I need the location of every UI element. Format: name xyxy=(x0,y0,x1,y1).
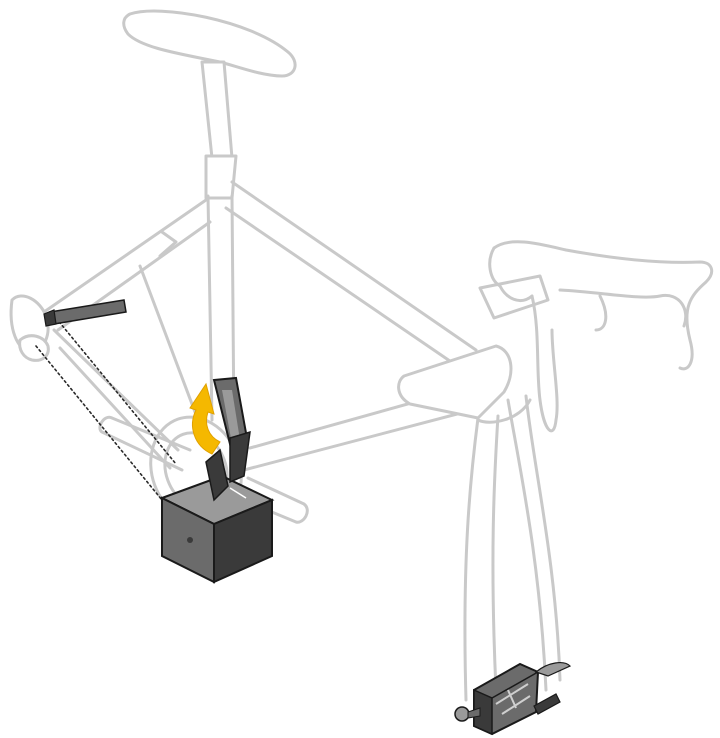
seatpost xyxy=(202,62,232,158)
curved-arrow-up-icon xyxy=(190,384,220,454)
fork-left-leg xyxy=(465,416,498,700)
guide-line-upper xyxy=(56,318,176,464)
guide-lines xyxy=(36,318,176,500)
seat-cluster xyxy=(206,156,236,198)
derailleur-hanger xyxy=(20,336,49,361)
handlebar-drop xyxy=(560,290,686,330)
crank-arm-left xyxy=(100,417,190,470)
fork-right-leg xyxy=(508,396,560,690)
front-fork-mount-icon xyxy=(455,663,570,734)
stem xyxy=(480,276,548,318)
top-tube xyxy=(226,182,476,372)
bike-outline xyxy=(11,11,712,700)
head-tube xyxy=(399,346,511,418)
handlebar xyxy=(490,242,712,431)
